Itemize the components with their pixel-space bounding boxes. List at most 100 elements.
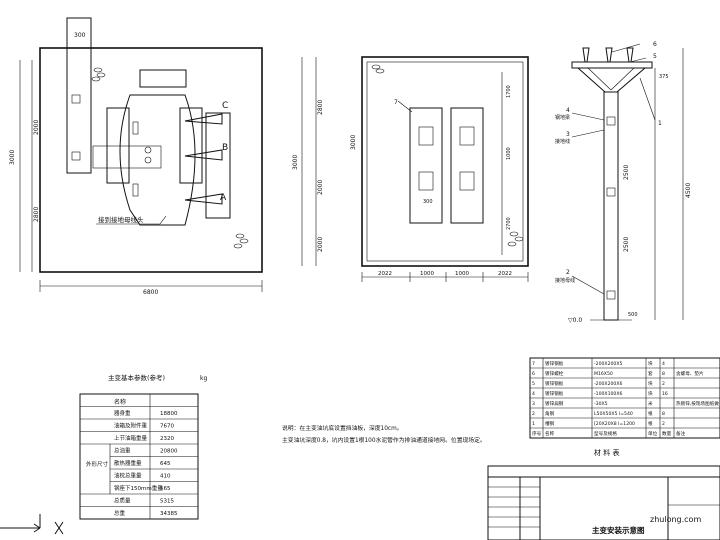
parameter-row-name: 油枕总重量 [114,472,142,480]
support-column [603,91,619,321]
phase-c-label: C [222,101,228,111]
parameter-row-value: 2320 [160,436,174,442]
coordinate-symbol [0,514,64,535]
elevation-callout: 4 [566,107,570,114]
elevation-label-2: 接地线 [555,138,570,145]
plan2-dim-bottom4: 2022 [498,271,512,277]
materials-cell: 镀锌扁钢 [545,400,564,407]
materials-cell: 套 [648,370,653,377]
plant-icon [371,64,385,74]
materials-cell: 16 [662,391,668,397]
parameter-row-name: 散热器重量 [114,459,142,467]
parameter-row-name: 总重 [114,509,126,517]
plan2-dim-v2: 1000 [506,147,512,160]
materials-cell: 7 [532,361,535,367]
materials-header: 名称 [545,430,555,437]
elevation-dim-top: 4500 [685,183,692,198]
materials-cell: 槽钢 [545,420,555,427]
plan2-dim-d: 3000 [350,135,357,150]
materials-header: 备注 [676,430,686,437]
plan1-duct [66,17,92,174]
note-line-2: 主变油坑深度0.8，坑内设置1根100水泥管作为排油通道接地网。位置现场定。 [282,436,486,444]
materials-cell: 2 [532,411,535,417]
materials-cell: 块 [648,360,653,367]
parameter-row-value: 34385 [160,511,178,517]
plan-view-1: C B A 接到接地母线头 6800 3000 2000 2800 300 [9,17,263,296]
materials-cell: 5 [532,381,535,387]
materials-cell: 3 [532,401,535,407]
elevation-label-3: 接地母线 [555,277,575,284]
materials-header: 单位 [648,430,658,437]
parameter-row-name: 上节油箱重量 [114,434,148,442]
materials-cell: -30X5 [594,401,608,407]
plan-view-2: 7 300 1700 1000 2700 3000 2800 2000 2000… [292,56,529,282]
drawing-title: 主变安装示意图 [592,525,645,535]
plan2-dim-c: 2000 [317,237,324,252]
grounding-note: 接到接地母线头 [98,215,144,224]
plan1-dim-b: 2800 [33,207,40,222]
materials-cell: M16X50 [594,371,613,377]
materials-cell: 热镀锌,按现场图纸做 [676,400,719,407]
parameter-row-name: 钢座下150mm重量 [114,484,163,492]
materials-cell: 镀锌钢板 [545,390,564,397]
materials-cell: 6 [532,371,535,377]
plan1-dim-a: 2000 [33,120,40,135]
materials-header: 序号 [532,430,542,437]
plan2-dim-total: 3000 [292,155,299,170]
materials-cell: 1 [532,421,535,427]
materials-cell: 镀锌螺栓 [545,370,564,377]
plan2-dim-v3: 2700 [506,217,512,230]
parameter-row-value: 18800 [160,411,178,417]
materials-cell: 8 [662,411,665,417]
watermark: zhulong.com [650,515,701,524]
materials-cell: 米 [648,400,653,407]
parameter-row-name: 器身重 [114,409,131,417]
plan2-dim-bottom3: 1000 [455,271,469,277]
plant-icon [507,231,524,247]
materials-cell: 角钢 [545,410,555,417]
parameter-unit: kg [200,375,207,382]
plan2-dim-a: 2800 [317,100,324,115]
parameter-row-value: 645 [160,461,171,467]
elevation-dim-mid: 2500 [623,165,630,180]
materials-cell: [20X20X8 l=1200 [594,421,635,427]
parameter-row-value: 5315 [160,499,174,505]
parameter-table-title: 主变基本参数(参考) [108,373,165,382]
elevation-callout: 5 [653,53,657,60]
elevation-callout: 2 [566,269,570,276]
materials-cell: 块 [648,390,653,397]
materials-cell: -200X200X5 [594,361,622,367]
materials-table-title: 材 料 表 [594,448,619,457]
materials-cell: 根 [648,420,653,427]
materials-cell: 2 [662,381,665,387]
materials-cell: -100X100X6 [594,391,622,397]
parameter-row-value: 565 [160,486,171,492]
plant-icon [233,233,249,249]
parameter-row-value: 410 [160,474,171,480]
elevation-zero-mark: ▽0.0 [568,317,582,324]
note-line-1: 说明：在主变油坑底设置挡油板，深度10cm。 [282,424,403,432]
parameter-row-value: 7670 [160,424,174,430]
parameter-group-label: 外形尺寸 [86,460,109,468]
materials-cell: 2 [662,421,665,427]
materials-cell: 根 [648,410,653,417]
phase-a-label: A [220,193,227,203]
materials-cell: 含螺母、垫片 [676,370,704,377]
plan2-outline [361,56,529,267]
materials-table: 材 料 表 7 镀锌钢板 -200X200X5 块 4 6 镀锌螺栓 M16X50 套 8 含螺母、… [529,357,720,457]
materials-cell: L50X50X5 l=540 [594,411,633,417]
elevation-callout: 6 [653,41,657,48]
materials-cell: 块 [648,380,653,387]
plan1-outline [39,47,263,273]
materials-cell: 8 [662,371,665,377]
plan2-dim-small: 300 [423,199,433,205]
parameter-row-value: 20800 [160,449,178,455]
parameter-row-name: 总质量 [114,497,131,505]
materials-cell: 4 [662,361,665,367]
plan1-width-dim: 6800 [143,289,158,296]
elevation-dim-bot: 2500 [623,237,630,252]
materials-cell: 镀锌钢板 [545,360,564,367]
plan2-dim-b: 2000 [317,180,324,195]
